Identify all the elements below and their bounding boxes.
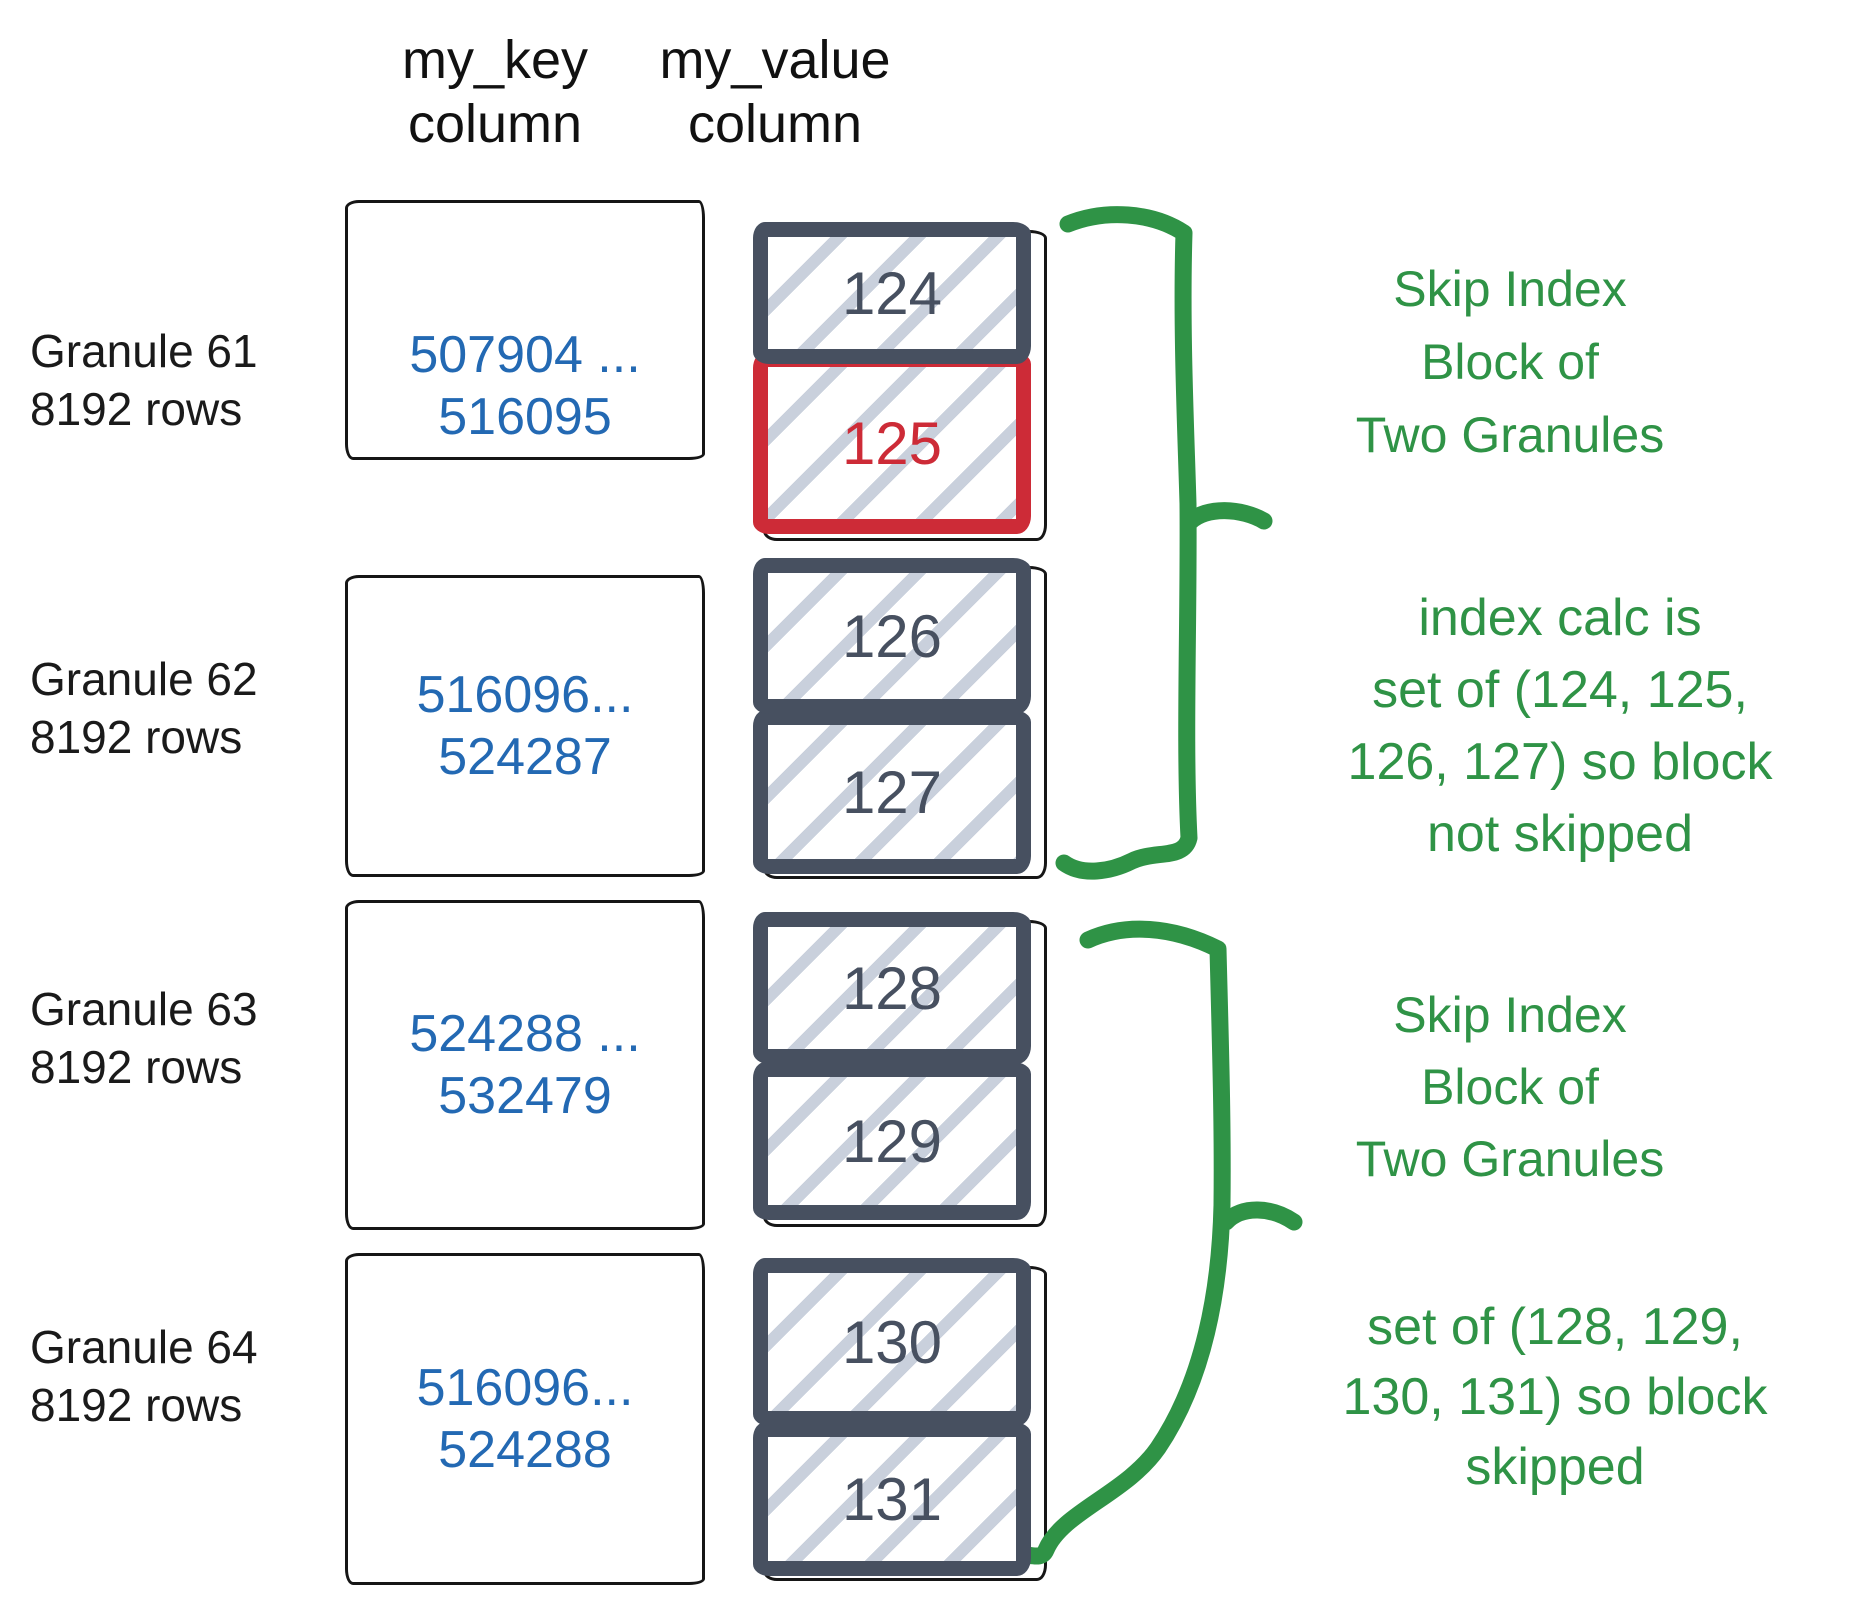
- granule-61-key-range: 507904 ... 516095: [409, 326, 641, 446]
- value-block-128: 128: [753, 912, 1031, 1064]
- value-block-129: 129: [753, 1062, 1031, 1220]
- granule-62-value-blocks: 126 127: [753, 558, 1047, 879]
- annotation-skip-index-block-1: Skip Index Block of Two Granules: [1355, 261, 1665, 463]
- value-block-125-highlighted: 125: [753, 352, 1031, 534]
- annotation-block-not-skipped: index calc is set of (124, 125, 126, 127…: [1347, 589, 1773, 863]
- granule-61-value-blocks: 124 125: [753, 222, 1047, 541]
- granule-rows: 8192 rows: [30, 383, 243, 435]
- granule-61-key-box: 507904 ... 516095: [345, 200, 705, 460]
- granule-63-label: Granule 63 8192 rows: [30, 980, 320, 1096]
- granule-rows: 8192 rows: [30, 711, 243, 763]
- granule-rows: 8192 rows: [30, 1379, 243, 1431]
- value-block-126: 126: [753, 558, 1031, 714]
- granule-62-label: Granule 62 8192 rows: [30, 650, 320, 766]
- granule-rows: 8192 rows: [30, 1041, 243, 1093]
- value-block-124: 124: [753, 222, 1031, 364]
- granule-name: Granule 61: [30, 325, 258, 377]
- granule-name: Granule 62: [30, 653, 258, 705]
- granule-62-key-box: 516096... 524287: [345, 575, 705, 877]
- granule-name: Granule 63: [30, 983, 258, 1035]
- granule-name: Granule 64: [30, 1321, 258, 1373]
- annotation-block-skipped: set of (128, 129, 130, 131) so block ski…: [1342, 1298, 1768, 1496]
- granule-64-value-blocks: 130 131: [753, 1258, 1047, 1581]
- granule-63-key-box: 524288 ... 532479: [345, 900, 705, 1230]
- key-column-header: my_key column: [401, 30, 589, 154]
- value-column-header: my_value column: [659, 30, 891, 154]
- granule-63-key-range: 524288 ... 532479: [409, 1005, 641, 1125]
- granule-64-label: Granule 64 8192 rows: [30, 1318, 320, 1434]
- granule-64-key-box: 516096... 524288: [345, 1253, 705, 1585]
- annotation-skip-index-block-2: Skip Index Block of Two Granules: [1355, 987, 1665, 1187]
- value-block-131: 131: [753, 1422, 1031, 1576]
- value-block-127: 127: [753, 710, 1031, 874]
- value-block-130: 130: [753, 1258, 1031, 1426]
- granule-62-key-range: 516096... 524287: [416, 666, 634, 786]
- granule-64-key-range: 516096... 524288: [416, 1359, 634, 1479]
- granule-63-value-blocks: 128 129: [753, 912, 1047, 1227]
- granule-61-label: Granule 61 8192 rows: [30, 322, 320, 438]
